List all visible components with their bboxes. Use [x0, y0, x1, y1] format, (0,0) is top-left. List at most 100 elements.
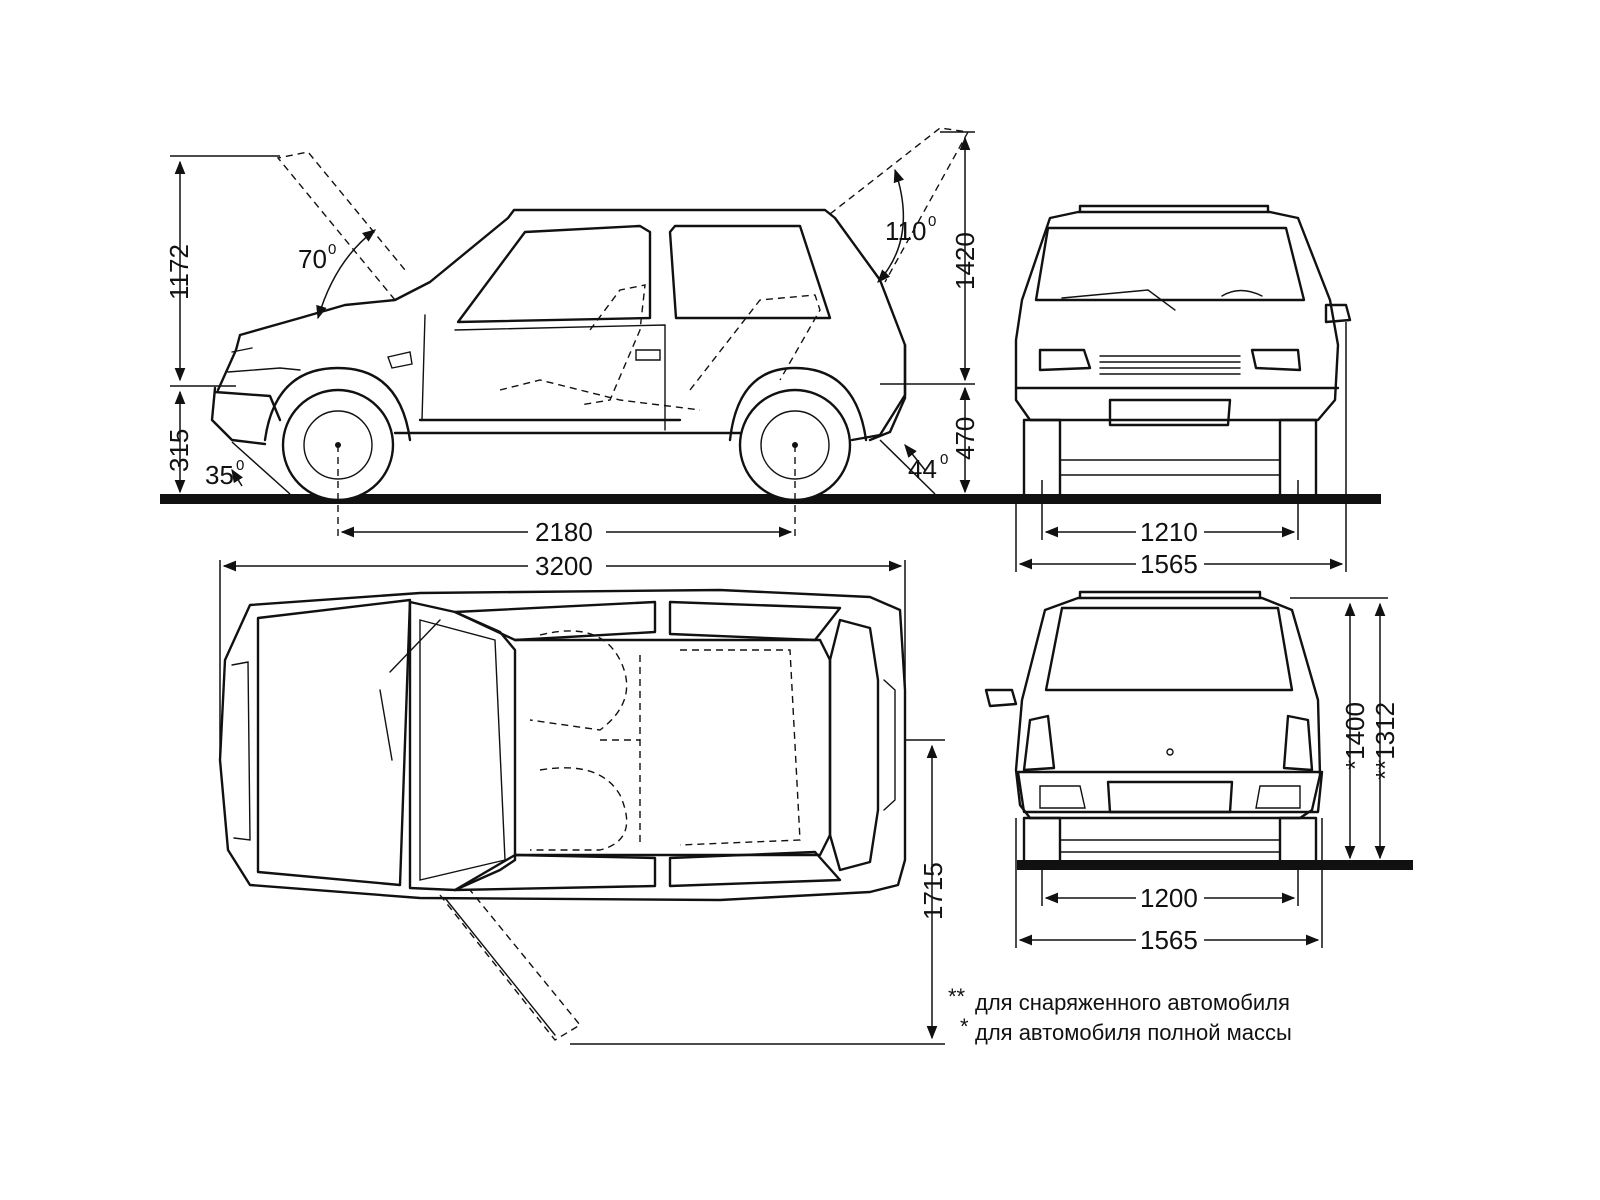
angle-70: 70 0 — [298, 229, 377, 320]
dim-1400-label: *1400 — [1340, 702, 1370, 770]
top-side-window-lower — [453, 850, 842, 892]
top-body-outline — [218, 588, 907, 902]
dim-1715: 1715 — [570, 739, 948, 1045]
dim-1715-label: 1715 — [918, 862, 948, 920]
dim-rear-1565-label: 1565 — [1140, 925, 1198, 955]
top-tailgate-spoiler — [883, 679, 896, 811]
rear-plate-recess — [1106, 780, 1234, 814]
front-roof-rail — [1078, 204, 1270, 214]
dim-front-1565: 1565 — [1015, 322, 1347, 579]
front-underbody — [1059, 459, 1281, 476]
rear-roof-spoiler — [1078, 590, 1262, 600]
dim-1172: 1172 — [164, 155, 280, 387]
side-sill — [393, 418, 742, 435]
side-rear-wheel — [728, 366, 868, 502]
dim-315-label: 315 — [164, 429, 194, 472]
front-right-headlight — [1250, 348, 1302, 372]
side-view: 1172 315 35 0 70 0 110 0 142 — [160, 127, 1017, 547]
rear-mirror — [984, 688, 1018, 708]
side-front-bumper — [210, 386, 267, 446]
rear-body-outline — [1014, 596, 1322, 820]
rear-bumper — [1016, 770, 1324, 814]
dim-470-label: 470 — [950, 417, 980, 460]
side-front-wheel — [263, 366, 412, 502]
top-hood-line — [256, 598, 412, 887]
dim-1200-label: 1200 — [1140, 883, 1198, 913]
top-interior-seats — [529, 630, 801, 851]
angle-44: 44 0 — [879, 439, 948, 495]
dim-1312-label: **1312 — [1370, 702, 1400, 780]
side-door-handle — [635, 349, 661, 361]
rear-view: *1400 **1312 1200 1565 — [984, 590, 1413, 955]
angle-35-degree: 0 — [236, 457, 244, 474]
rear-lock — [1166, 748, 1174, 756]
rear-left-tail-light — [1022, 714, 1056, 772]
dim-1312: **1312 — [1370, 602, 1400, 860]
dim-315: 315 — [164, 390, 194, 494]
rear-reflectors — [1039, 785, 1301, 809]
footnote-full-marker: * — [960, 1014, 969, 1039]
side-headlight — [227, 347, 301, 373]
side-front-window — [456, 224, 652, 324]
front-windscreen — [1034, 226, 1306, 302]
side-rear-window — [668, 224, 832, 320]
side-rear-bumper — [868, 343, 907, 442]
top-door-frame — [444, 897, 556, 1036]
side-tailgate-open — [829, 127, 970, 283]
side-wheel-centerlines — [337, 445, 796, 540]
dim-1420: 1420 — [940, 131, 980, 382]
dim-1400: *1400 — [1290, 597, 1388, 860]
top-front-bumper — [231, 661, 251, 841]
footnote-full-text: для автомобиля полной массы — [975, 1020, 1292, 1045]
top-side-window-upper — [453, 600, 842, 642]
dim-1420-label: 1420 — [950, 232, 980, 290]
angle-110-degree: 0 — [928, 213, 936, 230]
angle-70-label: 70 — [298, 244, 327, 274]
front-left-headlight — [1038, 348, 1092, 372]
side-interior-seats — [499, 284, 821, 411]
dim-470: 470 — [880, 383, 980, 494]
angle-44-label: 44 — [908, 454, 937, 484]
dim-2180: 2180 — [340, 516, 793, 547]
dim-3200-label: 3200 — [535, 551, 593, 581]
angle-110-label: 110 — [885, 216, 926, 246]
side-door-outline — [421, 314, 666, 431]
footnote-curb-text: для снаряженного автомобиля — [975, 990, 1290, 1015]
angle-44-degree: 0 — [940, 451, 948, 468]
top-view: 3200 1715 — [218, 550, 948, 1045]
front-view: 1210 1565 — [1014, 204, 1381, 579]
rear-underbody — [1059, 839, 1281, 853]
rear-right-tail-light — [1282, 714, 1314, 772]
angle-35: 35 0 — [205, 441, 291, 495]
angle-70-degree: 0 — [328, 241, 336, 258]
top-wiper — [379, 619, 441, 761]
dim-3200: 3200 — [219, 550, 906, 760]
angle-110: 110 0 — [877, 168, 936, 283]
dim-1210: 1210 — [1041, 480, 1299, 547]
dim-1200: 1200 — [1041, 868, 1299, 913]
top-roof — [513, 638, 832, 857]
angle-35-label: 35 — [205, 460, 234, 490]
dim-rear-1565: 1565 — [1015, 818, 1323, 955]
side-ground-line — [160, 494, 1017, 504]
front-wiper — [1061, 289, 1263, 311]
footnotes: ** для снаряженного автомобиля * для авт… — [948, 984, 1292, 1045]
dim-1210-label: 1210 — [1140, 517, 1198, 547]
front-grille — [1099, 355, 1241, 375]
side-indicator — [387, 351, 413, 369]
footnote-curb-marker: ** — [948, 984, 966, 1009]
side-hood-open — [276, 151, 406, 301]
rear-ground-line — [1017, 860, 1413, 870]
top-door-open — [439, 889, 582, 1041]
front-body-outline — [1014, 210, 1340, 422]
dim-2180-label: 2180 — [535, 517, 593, 547]
rear-window — [1044, 606, 1294, 692]
top-rear-window — [828, 618, 880, 872]
dim-front-1565-label: 1565 — [1140, 549, 1198, 579]
front-mirror — [1324, 303, 1352, 324]
dim-1172-label: 1172 — [164, 244, 194, 300]
front-bumper — [1014, 386, 1340, 427]
top-windscreen-inner — [419, 619, 506, 881]
front-ground-line — [1017, 494, 1381, 504]
